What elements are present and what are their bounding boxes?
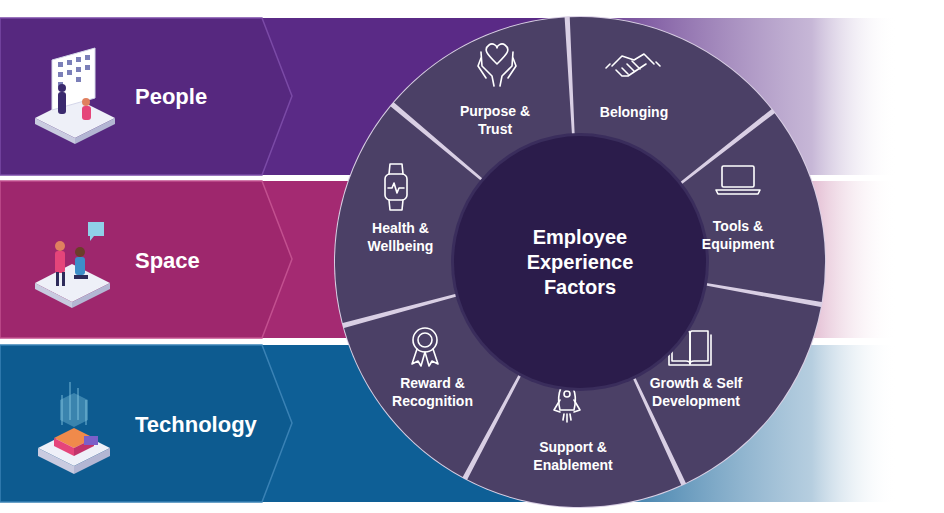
factor-label: Tools & Equipment xyxy=(688,217,788,253)
heart-hands-icon xyxy=(478,44,516,86)
laptop-icon xyxy=(716,166,760,194)
factor-segment: Belonging xyxy=(579,103,689,121)
ribbon-icon xyxy=(412,328,438,366)
factor-icons xyxy=(385,44,760,422)
factor-segment: Health & Wellbeing xyxy=(353,219,448,255)
category-band: Technology xyxy=(135,412,257,438)
smartwatch-icon xyxy=(385,164,407,210)
band-label: People xyxy=(135,84,207,110)
factor-label: Support & Enablement xyxy=(518,438,628,474)
ring-backdrop xyxy=(334,16,826,508)
factor-label: Growth & Self Development xyxy=(636,374,756,410)
band-label: Space xyxy=(135,248,200,274)
space-illustration xyxy=(35,222,110,308)
center-circle: Employee Experience Factors xyxy=(454,136,706,388)
factor-label: Health & Wellbeing xyxy=(353,219,448,255)
factor-segment: Tools & Equipment xyxy=(688,217,788,253)
factor-segment: Growth & Self Development xyxy=(636,374,756,410)
factor-segment: Purpose & Trust xyxy=(450,102,540,138)
factor-segment: Reward & Recognition xyxy=(380,374,485,410)
factor-label: Belonging xyxy=(579,103,689,121)
category-bands xyxy=(0,18,944,502)
chevron xyxy=(0,18,292,175)
category-band: Space xyxy=(135,248,200,274)
factor-segment: Support & Enablement xyxy=(518,438,628,474)
chevron xyxy=(0,345,292,502)
factor-label: Purpose & Trust xyxy=(450,102,540,138)
factor-ring xyxy=(334,16,826,508)
category-band: People xyxy=(135,84,207,110)
factor-label: Reward & Recognition xyxy=(380,374,485,410)
people-illustration xyxy=(35,48,115,144)
center-title: Employee Experience Factors xyxy=(510,225,650,300)
technology-illustration xyxy=(38,382,110,474)
band-label: Technology xyxy=(135,412,257,438)
chevron xyxy=(0,181,292,338)
handshake-icon xyxy=(606,54,660,76)
